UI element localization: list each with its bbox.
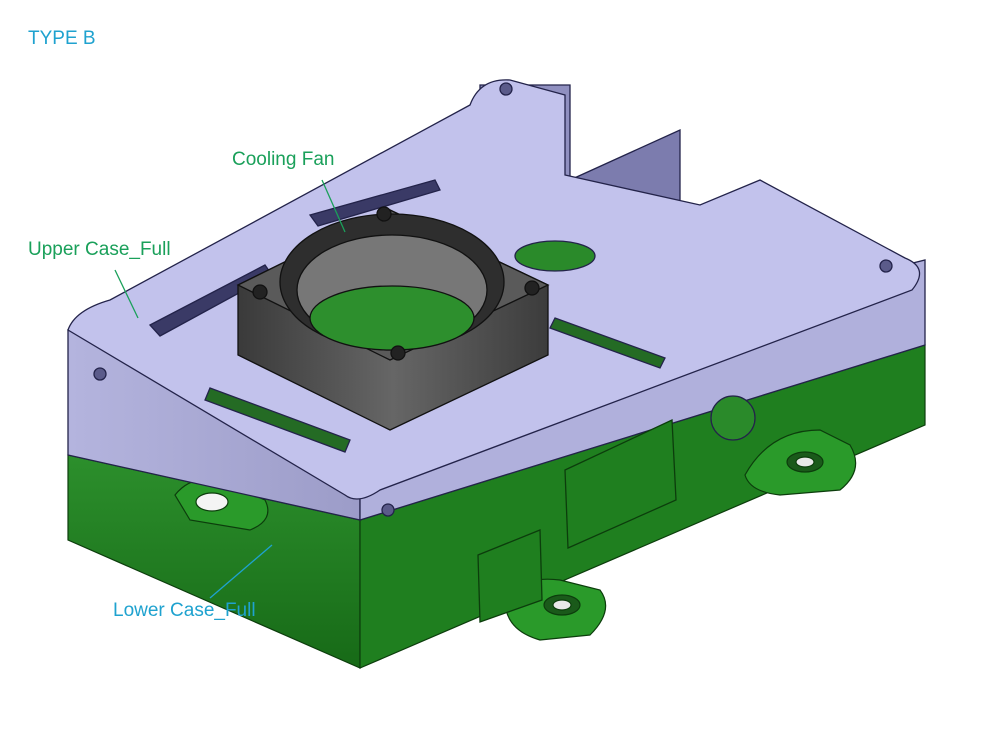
cooling-fan-label: Cooling Fan xyxy=(232,149,335,170)
cooling-fan-leader xyxy=(321,179,346,233)
lower-case-leader xyxy=(209,544,273,599)
lower-case-label: Lower Case_Full xyxy=(113,600,256,621)
diagram-title: TYPE B xyxy=(28,28,96,49)
callout-leaders xyxy=(114,179,346,599)
upper-case-leader xyxy=(114,269,139,319)
upper-case-label: Upper Case_Full xyxy=(28,239,171,260)
cooling-fan xyxy=(236,206,550,431)
